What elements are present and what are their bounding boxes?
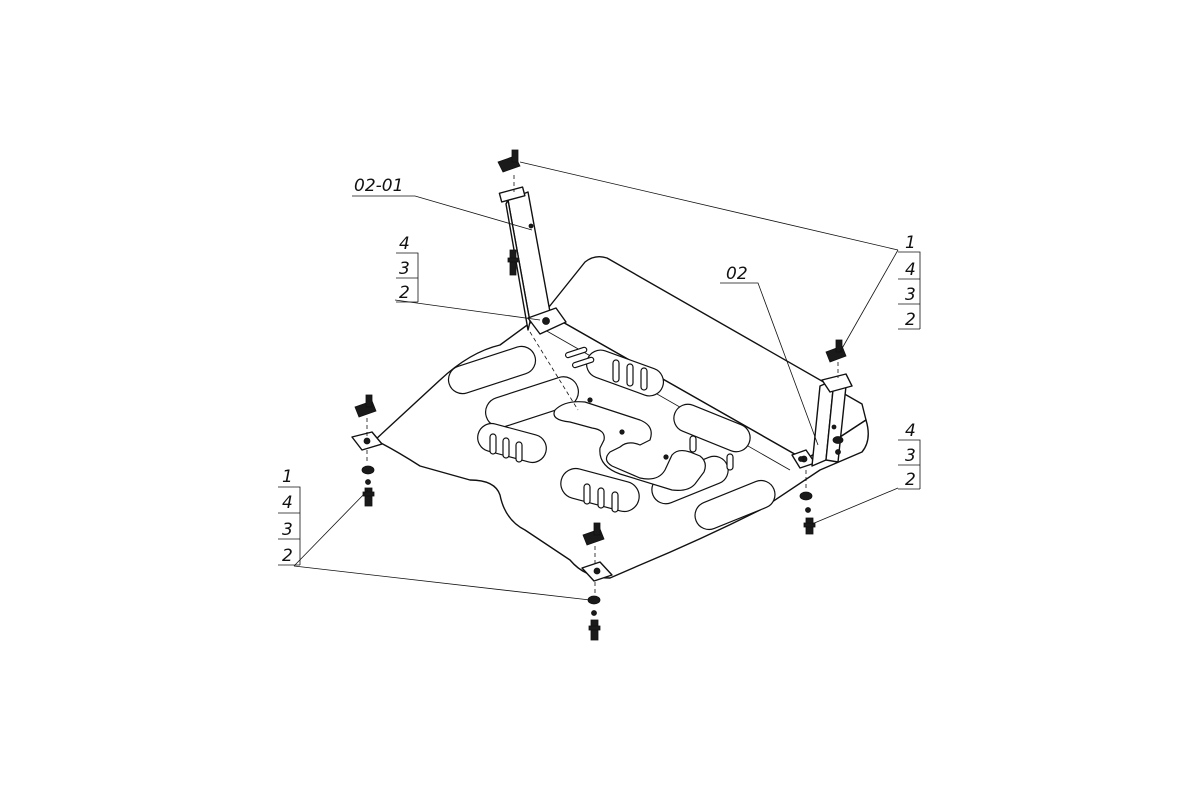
callout-label: 3: [282, 520, 293, 540]
plate-fold-line: [544, 329, 791, 471]
callout-label: 02: [726, 264, 748, 284]
hardware-right: [799, 470, 816, 535]
plate-rear-wall: [544, 255, 867, 461]
callout-bracket-left: 02-01: [354, 176, 403, 196]
hardware-front: [582, 522, 605, 641]
callout-label: 4: [905, 421, 916, 441]
callout-stack-lower-right: 4 3 2: [898, 421, 921, 490]
assembly-axis: [529, 331, 579, 411]
skid-plate: [351, 255, 869, 582]
hardware-upper-left: [497, 149, 521, 192]
callout-label: 3: [905, 285, 916, 305]
callout-label: 1: [905, 233, 916, 253]
bracket-left: [498, 186, 567, 335]
cutout-slot: [447, 345, 537, 395]
callout-label: 2: [905, 470, 916, 490]
vent-slits: [489, 346, 734, 513]
callout-label: 2: [905, 310, 916, 330]
callout-label: 4: [282, 493, 293, 513]
callout-label: 3: [399, 259, 410, 279]
hardware-left: [354, 394, 377, 507]
callout-label: 02-01: [354, 176, 403, 196]
central-emboss: [553, 401, 706, 491]
cutout-slot: [673, 403, 751, 453]
callout-bracket-right: 02: [726, 264, 748, 284]
callout-label: 1: [282, 467, 293, 487]
callout-stack-upper-right: 1 4 3 2: [898, 233, 921, 330]
cutout-slot: [485, 376, 579, 428]
callout-stack-upper-left: 4 3 2: [396, 234, 419, 303]
callout-label: 2: [399, 283, 410, 303]
callout-label: 2: [282, 546, 293, 566]
callout-label: 4: [905, 260, 916, 280]
callout-label: 4: [399, 234, 410, 254]
callout-stack-lower-left: 1 4 3 2: [278, 467, 301, 566]
leader-lines: [293, 161, 899, 601]
cutout-slot: [694, 479, 776, 531]
callout-label: 3: [905, 446, 916, 466]
